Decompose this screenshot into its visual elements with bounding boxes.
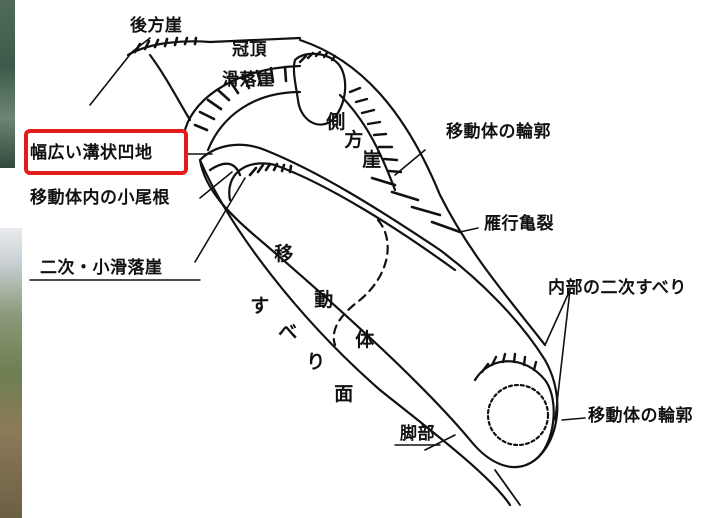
internal-slide-dashed xyxy=(332,218,389,347)
label-crown: 冠頂 xyxy=(232,40,267,60)
label-side-scarp-1: 側 xyxy=(326,111,346,133)
label-rear-scarp: 後方崖 xyxy=(130,16,183,36)
main-scarp-hatch xyxy=(193,65,288,132)
photo-strip-bottom xyxy=(0,228,22,518)
toe-bulb-hatch xyxy=(480,352,538,374)
label-body-outline-upper: 移動体の輪郭 xyxy=(446,122,551,142)
highlight-box xyxy=(24,129,188,175)
leader-toe xyxy=(424,434,456,451)
label-body-outline-lower: 移動体の輪郭 xyxy=(588,406,693,426)
label-moving-body-3: 体 xyxy=(355,329,375,351)
label-main-scarp: 滑落崖 xyxy=(222,70,275,90)
leader-minor-ridge xyxy=(199,171,233,199)
tail-line xyxy=(494,469,521,506)
leader-body-outline-lower xyxy=(561,417,586,421)
rear-scarp-hatch-top xyxy=(133,36,198,54)
moving-body-ridge xyxy=(228,162,457,272)
crown-block xyxy=(292,52,347,126)
label-slip-surface-2: べ xyxy=(278,321,298,343)
secondary-scarp-hatch xyxy=(248,162,293,177)
leader-secondary-scarp xyxy=(194,177,246,263)
main-scarp-arc xyxy=(183,64,302,132)
main-scarp-inner xyxy=(206,90,302,152)
label-internal-secondary-slide: 内部の二次すべり xyxy=(548,278,687,298)
leader-en-echelon xyxy=(459,227,479,233)
label-moving-body-1: 移 xyxy=(274,243,294,265)
label-toe: 脚部 xyxy=(400,424,435,444)
label-slip-surface-3: り xyxy=(306,351,326,373)
en-echelon-crack-4 xyxy=(430,220,462,234)
label-en-echelon-cracks: 雁行亀裂 xyxy=(484,214,554,234)
side-scarp-hatch xyxy=(348,86,403,174)
crown-hatch xyxy=(298,50,337,64)
label-side-scarp-3: 崖 xyxy=(362,149,382,171)
toe-bulb-inner xyxy=(486,383,550,447)
photo-strip-top xyxy=(0,0,15,168)
label-side-scarp-2: 方 xyxy=(344,129,364,151)
label-secondary-scarp: 二次・小滑落崖 xyxy=(40,258,163,278)
moving-body-outline xyxy=(198,143,559,469)
leader-body-outline-upper xyxy=(394,149,426,176)
side-scarp-inner xyxy=(338,93,397,192)
side-scarp-outer xyxy=(298,38,547,347)
minor-ridge xyxy=(208,162,242,177)
label-moving-body-2: 動 xyxy=(314,289,334,311)
en-echelon-crack-1 xyxy=(370,176,397,187)
label-slip-surface-4: 面 xyxy=(334,383,354,405)
rear-slope xyxy=(148,53,192,122)
label-slip-surface-1: す xyxy=(250,295,270,317)
en-echelon-crack-3 xyxy=(410,205,442,217)
rear-scarp-leader xyxy=(89,37,151,106)
label-wide-trench: 幅広い溝状凹地 xyxy=(30,143,153,163)
leader-internal-slide xyxy=(544,289,571,421)
en-echelon-crack-2 xyxy=(390,190,420,202)
slip-surface-edge xyxy=(198,158,512,507)
label-minor-ridge: 移動体内の小尾根 xyxy=(30,188,170,208)
